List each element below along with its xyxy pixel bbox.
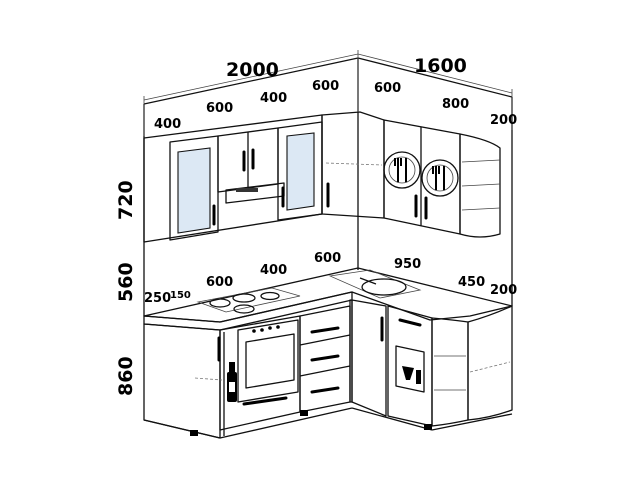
upper-cabinets (143, 111, 501, 243)
range-hood (225, 182, 285, 204)
upper-right-2: 800 (442, 97, 469, 112)
fork-knife-icon (383, 151, 421, 189)
dimension-lines (143, 50, 513, 136)
corner-cabinet (321, 111, 385, 219)
lower-left-3: 600 (314, 251, 341, 266)
upper-left-3: 400 (260, 91, 287, 106)
upper-right-3: 200 (490, 113, 517, 128)
open-shelf-lower (431, 317, 469, 427)
height-lower: 860 (115, 356, 137, 396)
dimension-labels: 2000 1600 400 600 400 600 600 800 200 72… (115, 55, 517, 396)
bottle-icon (227, 362, 237, 402)
fork-knife-icon (421, 159, 459, 197)
lower-right-3: 200 (490, 283, 517, 298)
glass-cabinet-left (169, 135, 219, 241)
lower-left-1: 600 (206, 275, 233, 290)
upper-left-4: 600 (312, 79, 339, 94)
cooktop (196, 287, 301, 314)
open-shelf-upper (459, 133, 501, 238)
plinth (143, 407, 513, 439)
oven (237, 319, 299, 406)
lower-right-2: 450 (458, 275, 485, 290)
height-middle: 560 (115, 262, 137, 302)
upper-left-2: 600 (206, 101, 233, 116)
lower-left-a: 250 (144, 291, 171, 306)
drawers (299, 326, 351, 394)
lower-right-1: 950 (394, 257, 421, 272)
sink (328, 269, 422, 299)
height-upper: 720 (115, 180, 137, 220)
lower-left-b: 150 (170, 290, 191, 301)
glass-pane-left (177, 147, 211, 234)
lower-left-2: 400 (260, 263, 287, 278)
upper-left-1: 400 (154, 117, 181, 132)
dishwasher (387, 305, 433, 427)
width-top-left: 2000 (226, 59, 279, 81)
glass-pane-mid (286, 132, 315, 211)
width-top-right: 1600 (414, 55, 467, 77)
upper-right-1: 600 (374, 81, 401, 96)
